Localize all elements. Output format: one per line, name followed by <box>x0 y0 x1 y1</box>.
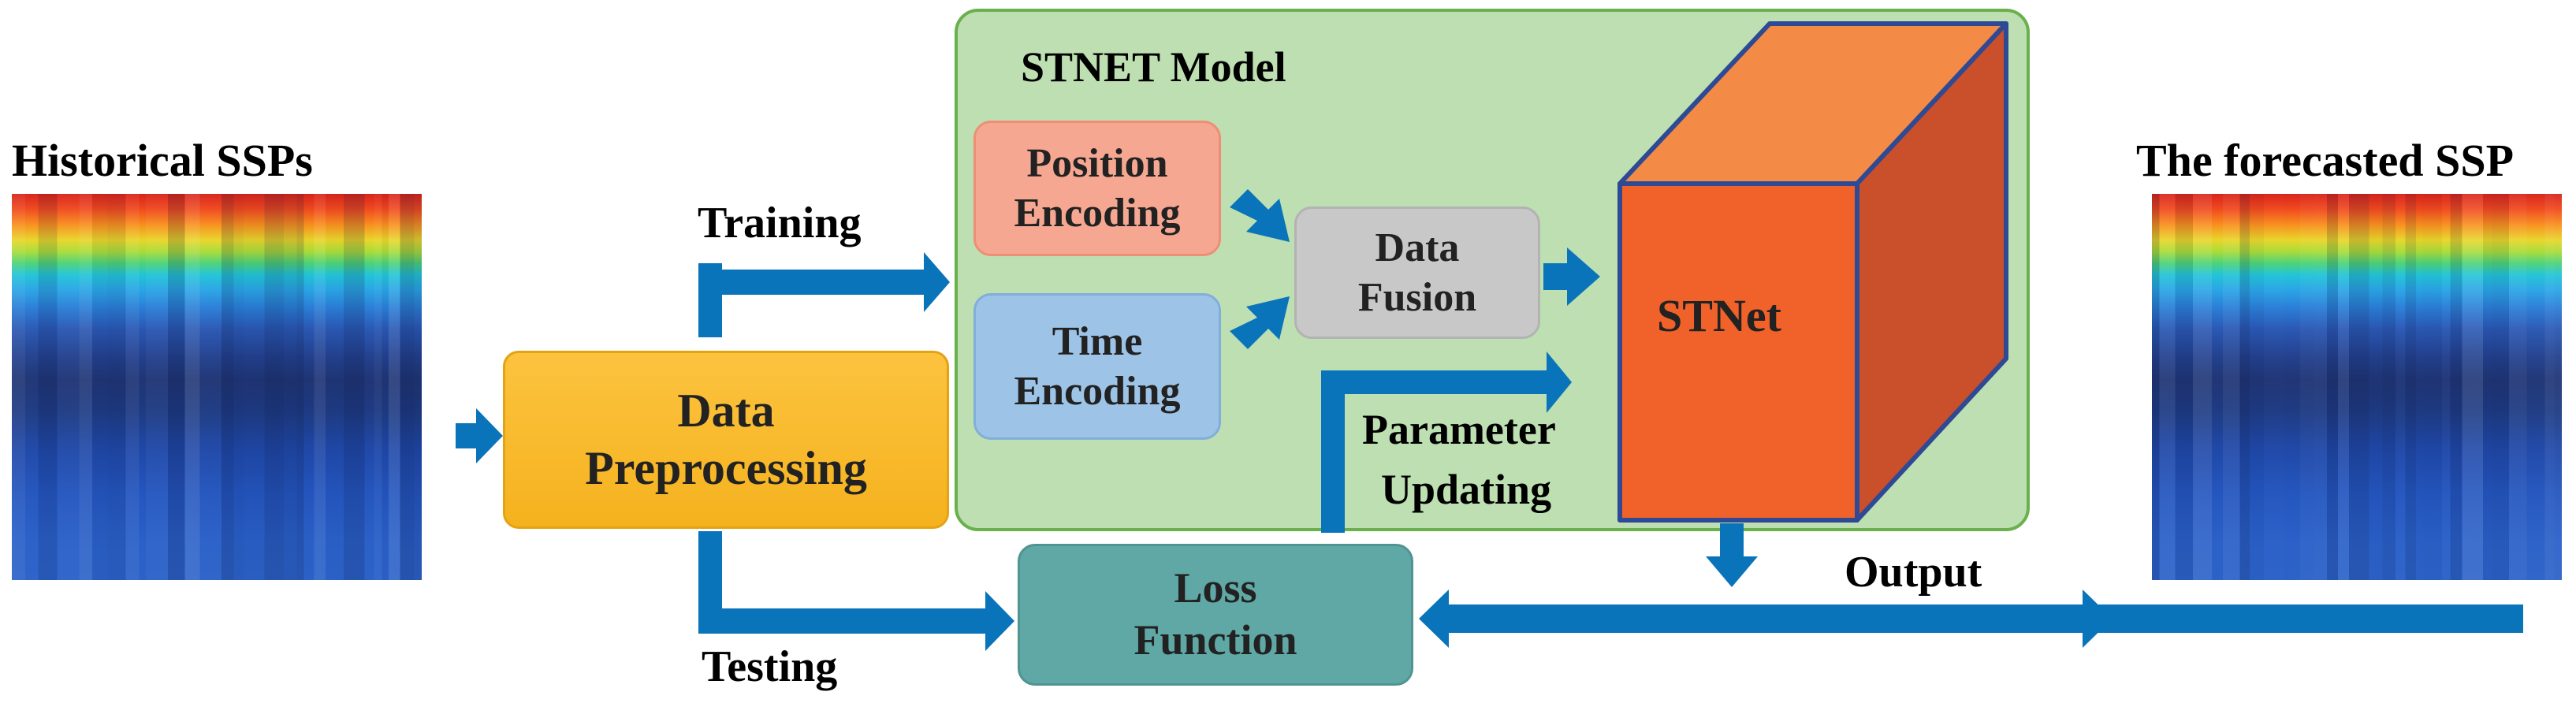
forecasted-ssp-heatmap <box>2152 194 2562 580</box>
fusion-to-stnet-head <box>1567 247 1600 306</box>
historical-ssps-title: Historical SSPs <box>12 135 313 186</box>
stnet-down-arrow-shaft <box>1720 523 1744 559</box>
output-arrow-shaft <box>1445 604 2523 633</box>
output-label: Output <box>1845 548 1982 597</box>
data-preprocessing-line1: Data <box>677 384 775 437</box>
parameter-loop-head <box>1547 352 1572 413</box>
input-arrow-shaft <box>456 423 478 448</box>
time-encoding-line2: Encoding <box>1014 369 1181 414</box>
parameter-updating-label-line2: Updating <box>1381 466 1552 513</box>
output-arrow-left-head <box>1419 590 1449 648</box>
time-encoding-text: Time Encoding <box>1014 317 1181 417</box>
time-to-fusion-arrow <box>1230 296 1290 349</box>
training-arrow-head <box>924 252 950 312</box>
time-encoding-box: Time Encoding <box>973 293 1221 440</box>
data-fusion-text: Data Fusion <box>1358 223 1476 323</box>
data-fusion-line2: Fusion <box>1357 275 1477 320</box>
historical-heatmap-texture <box>12 194 422 580</box>
training-label: Training <box>698 199 862 247</box>
stnet-cube-icon <box>1617 21 2008 523</box>
loss-function-box: Loss Function <box>1018 544 1413 686</box>
forecasted-heatmap-texture <box>2152 194 2562 580</box>
parameter-loop-shaft <box>1321 370 1550 394</box>
stnet-model-title: STNET Model <box>1021 43 1286 91</box>
time-encoding-line1: Time <box>1052 318 1143 364</box>
training-arrow-shaft <box>698 270 927 295</box>
testing-arrow-head <box>985 591 1014 651</box>
position-encoding-line2: Encoding <box>1014 191 1181 236</box>
historical-ssps-heatmap <box>12 194 422 580</box>
data-fusion-box: Data Fusion <box>1294 206 1540 339</box>
data-preprocessing-text: Data Preprocessing <box>585 382 867 497</box>
data-fusion-line1: Data <box>1375 225 1460 270</box>
data-preprocessing-line2: Preprocessing <box>585 442 867 494</box>
parameter-loop-riser <box>1321 370 1345 533</box>
position-encoding-box: Position Encoding <box>973 121 1221 256</box>
position-encoding-text: Position Encoding <box>1014 139 1181 239</box>
input-arrow-head <box>476 408 503 463</box>
forecasted-ssp-title: The forecasted SSP <box>2136 135 2515 186</box>
loss-function-text: Loss Function <box>1134 563 1297 667</box>
loss-function-line1: Loss <box>1174 564 1257 612</box>
position-to-fusion-arrow <box>1230 189 1290 242</box>
stnet-label: STNet <box>1657 290 1781 341</box>
cube-front-face <box>1617 181 1859 523</box>
loss-function-line2: Function <box>1134 616 1297 664</box>
testing-label: Testing <box>702 642 838 691</box>
data-preprocessing-box: Data Preprocessing <box>503 351 949 529</box>
testing-arrow-shaft <box>698 608 990 634</box>
position-encoding-line1: Position <box>1026 140 1168 186</box>
parameter-updating-label-line1: Parameter <box>1362 406 1556 453</box>
fusion-to-stnet-shaft <box>1543 263 1570 290</box>
stnet-down-arrow-head <box>1706 556 1758 587</box>
output-arrow-right-tip <box>2083 590 2113 648</box>
